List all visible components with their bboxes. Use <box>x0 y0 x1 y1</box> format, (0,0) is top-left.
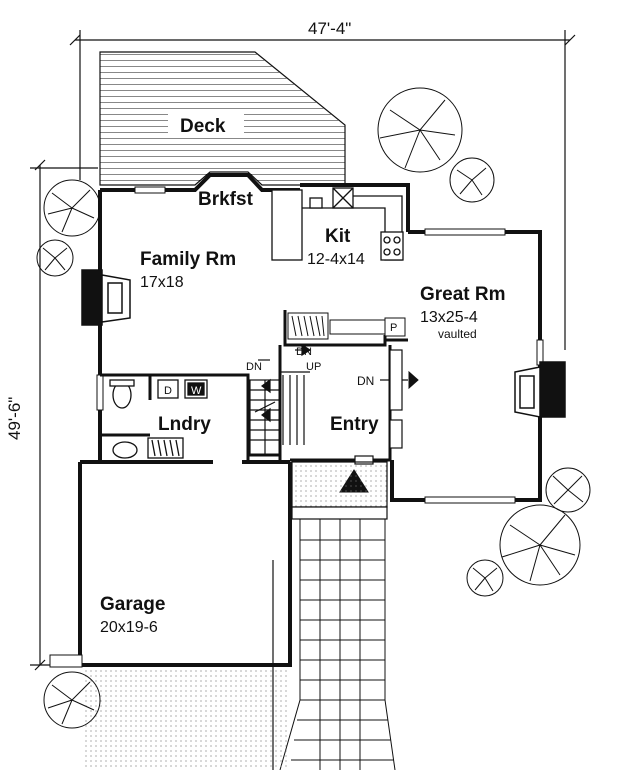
garage-label: Garage <box>100 594 165 615</box>
family-room-label: Family Rm <box>140 249 236 270</box>
dryer-label: D <box>164 385 172 397</box>
stair-dn-mid: DN <box>296 346 312 358</box>
deck-label: Deck <box>180 116 226 137</box>
fireplace-great <box>514 361 566 418</box>
stair-up: UP <box>306 361 321 373</box>
stairs <box>249 343 312 456</box>
closet-entry <box>287 312 406 340</box>
driveway <box>49 654 290 770</box>
kitchen-label: Kit <box>325 226 351 247</box>
family-room-size: 17x18 <box>140 274 184 291</box>
laundry-appliances <box>109 379 208 459</box>
stair-dn-left: DN <box>246 361 262 373</box>
kitchen-size: 12-4x14 <box>307 251 365 268</box>
exterior-walls <box>78 173 542 667</box>
deck <box>99 51 346 186</box>
trees <box>36 87 591 729</box>
great-room-note: vaulted <box>438 327 477 341</box>
laundry-label: Lndry <box>158 414 211 435</box>
entry-dn: DN <box>357 374 374 388</box>
width-dimension: 47'-4" <box>308 19 351 38</box>
breakfast-label: Brkfst <box>198 189 254 210</box>
great-room-label: Great Rm <box>420 284 506 305</box>
fireplace-family <box>81 269 131 326</box>
great-room-size: 13x25-4 <box>420 309 478 326</box>
porch <box>291 461 388 520</box>
garage-size: 20x19-6 <box>100 619 158 636</box>
washer-label: W <box>191 385 202 397</box>
kitchen-counters <box>271 187 404 261</box>
walkway <box>279 518 396 770</box>
entry-label: Entry <box>330 414 379 435</box>
pantry-label: P <box>390 322 397 334</box>
depth-dimension: 49'-6" <box>5 397 24 440</box>
